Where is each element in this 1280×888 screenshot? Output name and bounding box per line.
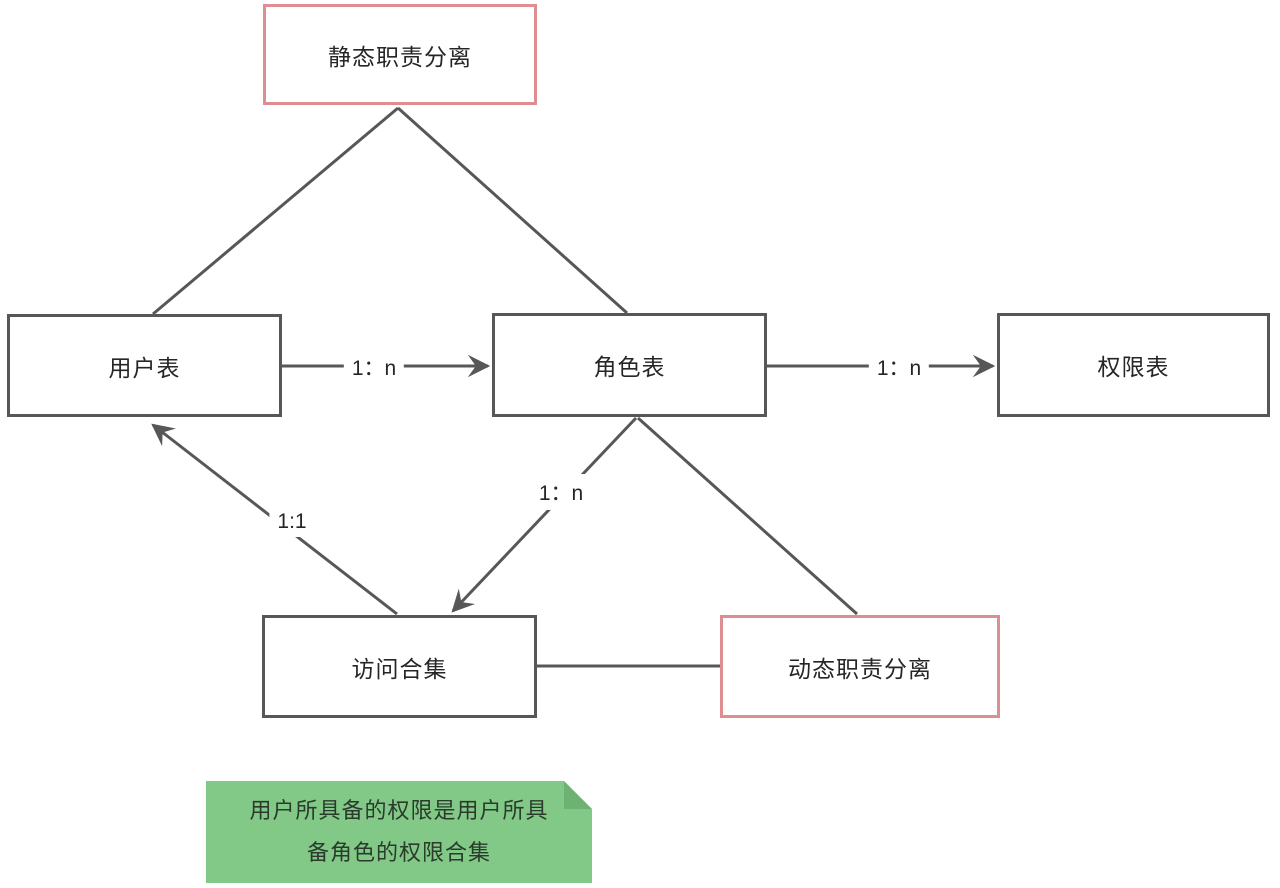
note-text-line-2: 备角色的权限合集 (306, 840, 491, 865)
node-access-set-label: 访问合集 (351, 655, 448, 682)
edge-role-table-to-access-set[interactable] (451, 416, 638, 613)
edge-static-sod-to-role-table[interactable] (396, 106, 629, 315)
node-user-table-label: 用户表 (108, 354, 181, 381)
node-dynamic-sod-label: 动态职责分离 (788, 655, 932, 682)
node-role-table[interactable]: 角色表 (492, 313, 767, 417)
node-access-set[interactable]: 访问合集 (262, 615, 537, 718)
node-perm-table-label: 权限表 (1097, 354, 1170, 380)
node-dynamic-sod[interactable]: 动态职责分离 (720, 615, 1000, 718)
node-role-table-label: 角色表 (593, 354, 666, 380)
edge-label-role-to-access[interactable]: 1：n (530, 474, 592, 510)
edge-role-table-to-dynamic-sod[interactable] (636, 416, 859, 616)
node-static-sod[interactable]: 静态职责分离 (263, 4, 537, 105)
node-perm-table[interactable]: 权限表 (997, 313, 1270, 417)
edge-label-user-to-role[interactable]: 1：n (343, 349, 405, 385)
edge-label-role-to-perm[interactable]: 1：n (868, 349, 930, 385)
edge-label-access-to-user[interactable]: 1:1 (269, 507, 315, 537)
edge-static-sod-to-user-table[interactable] (152, 106, 399, 316)
note-text-line-1: 用户所具备的权限是用户所具 (249, 798, 549, 823)
node-static-sod-label: 静态职责分离 (328, 43, 472, 70)
note-user-permission-union[interactable]: 用户所具备的权限是用户所具 备角色的权限合集 (206, 781, 592, 883)
node-user-table[interactable]: 用户表 (7, 314, 282, 417)
